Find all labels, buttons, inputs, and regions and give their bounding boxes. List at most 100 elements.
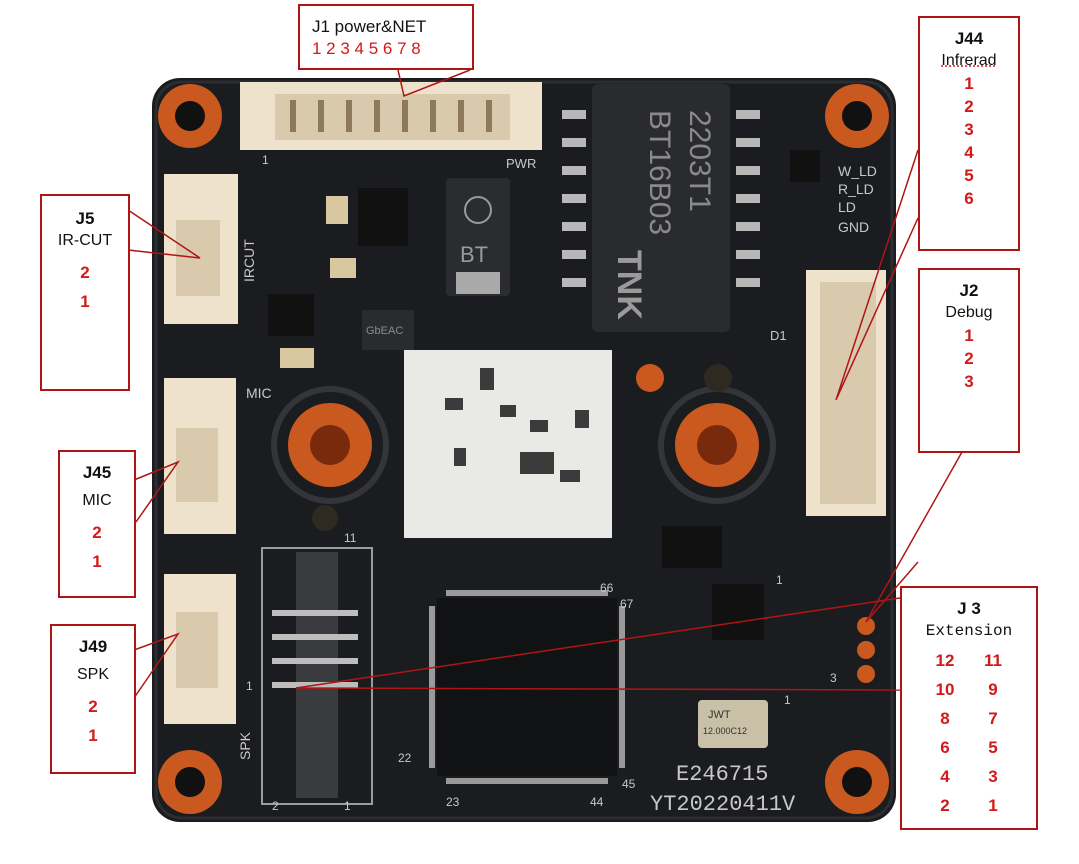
j45-connector (164, 378, 236, 534)
silk-3: 3 (830, 671, 837, 685)
j3-pin-2: 2 (940, 796, 950, 815)
j2-callout: J2 Debug 1 2 3 (918, 268, 1020, 453)
j1-callout: J1 power&NET 1 2 3 4 5 6 7 8 (298, 4, 474, 70)
j45-callout: J45 MIC 2 1 (58, 450, 136, 598)
j49-callout: J49 SPK 2 1 (50, 624, 136, 774)
silk-rld: R_LD (838, 181, 874, 197)
j3-pin-1: 1 (988, 796, 998, 815)
silk-mic: MIC (246, 385, 272, 401)
j45-pin-2: 2 (92, 523, 102, 542)
board-id: YT20220411V (650, 792, 796, 817)
silk-11: 11 (344, 531, 357, 545)
leader-j44 (835, 149, 919, 401)
diode-tab (456, 272, 500, 294)
power-ic (268, 294, 314, 336)
j3-title: J 3 (957, 599, 981, 618)
center-silk-area (404, 350, 612, 538)
j5-title: J5 (75, 209, 95, 228)
j1-pins: 1 2 3 4 5 6 7 8 (312, 39, 421, 58)
cap-yellow-a (326, 196, 348, 224)
j1-title: J1 power&NET (312, 17, 427, 36)
silk-ld: LD (838, 199, 856, 215)
leader-j3b (295, 687, 901, 691)
leader-j3a (295, 597, 901, 689)
j44-pin-5: 5 (964, 166, 974, 185)
j44-connector (806, 270, 886, 516)
j44-pin-3: 3 (964, 120, 974, 139)
ic-right-small (662, 526, 722, 568)
j49-title: J49 (78, 637, 108, 656)
j3-pin-12: 12 (935, 651, 955, 670)
leader-j49 (133, 632, 180, 699)
leader-j5 (127, 209, 201, 259)
j45-subtitle: MIC (82, 492, 112, 509)
j44-callout: J44 Infrerad 1 2 3 4 5 6 (918, 16, 1020, 251)
corner-hole-br (825, 750, 889, 814)
silk-1d: 1 (262, 153, 269, 167)
j3-pin-8: 8 (940, 709, 950, 728)
ic-label: GbEAC (366, 325, 403, 337)
gbeac-ic (362, 310, 414, 350)
j49-pin-2: 2 (88, 697, 98, 716)
silk-1b: 1 (246, 679, 253, 693)
silk-67: 67 (620, 597, 634, 611)
part-code: E246715 (676, 762, 768, 787)
j3-pin-7: 7 (988, 709, 998, 728)
silk-2: 2 (272, 799, 279, 813)
transformer-brand: TNK (610, 250, 648, 320)
j45-title: J45 (82, 463, 112, 482)
j1-connector (240, 82, 542, 150)
j3-pin-4: 4 (940, 767, 950, 786)
silk-spk: SPK (237, 731, 253, 760)
j44-pin-2: 2 (964, 97, 974, 116)
j5-subtitle: IR-CUT (57, 232, 113, 249)
transformer-line1: 2203T1 (683, 110, 716, 212)
j2-subtitle: Debug (945, 304, 993, 321)
cap-yellow-c (280, 348, 314, 368)
diode (446, 178, 510, 296)
silk-45: 45 (622, 777, 636, 791)
silk-wld: W_LD (838, 163, 877, 179)
diode-label: BT (460, 242, 488, 267)
led-transistor (790, 150, 820, 182)
j3-pin-10: 10 (935, 680, 955, 699)
dark-pad (704, 364, 732, 392)
silk-pwr: PWR (506, 156, 536, 171)
regulator-ic (712, 584, 764, 640)
j5-pin-2: 2 (80, 263, 90, 282)
silk-gnd: GND (838, 219, 869, 235)
j44-pin-6: 6 (964, 189, 974, 208)
ribbon-connector (261, 547, 373, 805)
mount-hole-left (271, 386, 389, 504)
j2-pin-1: 1 (964, 326, 974, 345)
j5-connector (164, 174, 238, 324)
j49-pin-1: 1 (88, 726, 98, 745)
j5-callout: J5 IR-CUT 2 1 (40, 194, 130, 391)
j3-pin-9: 9 (988, 680, 998, 699)
crystal (698, 700, 768, 748)
j44-pin-1: 1 (964, 74, 974, 93)
j49-subtitle: SPK (76, 666, 109, 683)
silk-44: 44 (590, 795, 604, 809)
j1-pins (290, 100, 492, 132)
j3-pin-5: 5 (988, 738, 998, 757)
crystal-freq: 12.000C12 (703, 726, 747, 736)
mount-hole-right (658, 386, 776, 504)
j5-pin-1: 1 (80, 292, 90, 311)
j3-row-2: 10 9 (902, 675, 1036, 704)
corner-hole-bl (158, 750, 222, 814)
j2-pin-2: 2 (964, 349, 974, 368)
leader-j1 (397, 69, 471, 98)
silk-1c: 1 (776, 573, 783, 587)
j2-pin-3: 3 (964, 372, 974, 391)
leader-j2 (865, 451, 963, 623)
j2-title: J2 (959, 281, 979, 300)
soc-pins-top (429, 590, 625, 784)
j3-pin-3: 3 (988, 767, 998, 786)
